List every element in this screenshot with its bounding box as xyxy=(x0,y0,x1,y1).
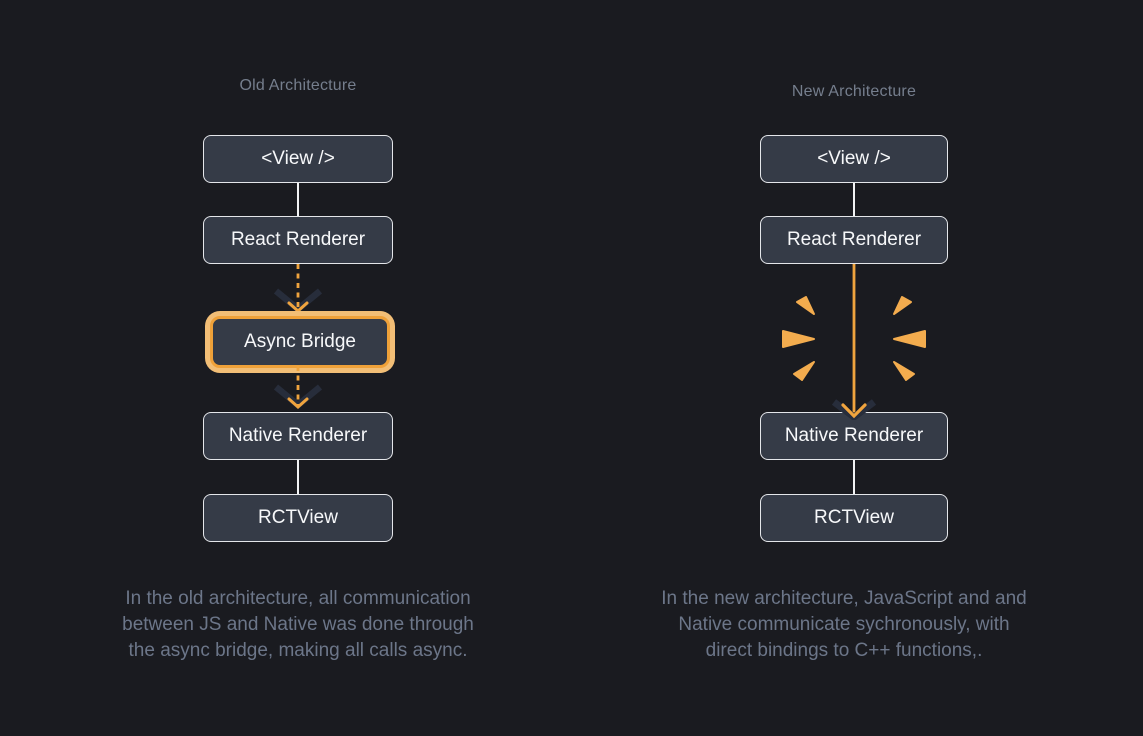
sync-arrow-with-burst-icon xyxy=(782,264,926,420)
old-node-rctview: RCTView xyxy=(203,494,393,542)
old-connector-view-react xyxy=(297,183,299,216)
old-node-view: <View /> xyxy=(203,135,393,183)
new-connector-native-rct xyxy=(853,460,855,494)
old-connector-native-rct xyxy=(297,460,299,494)
orange-arrowhead-icon xyxy=(287,397,309,410)
old-node-react-renderer: React Renderer xyxy=(203,216,393,264)
old-architecture-caption: In the old architecture, all communicati… xyxy=(88,586,508,664)
dashed-async-arrow-icon xyxy=(273,264,323,314)
caption-line: direct bindings to C++ functions,. xyxy=(705,640,983,661)
caption-line: In the new architecture, JavaScript and … xyxy=(661,588,1027,609)
caption-line: Native communicate sychronously, with xyxy=(678,614,1010,635)
new-architecture-caption: In the new architecture, JavaScript and … xyxy=(624,586,1064,664)
old-architecture-title: Old Architecture xyxy=(239,77,357,94)
old-node-native-renderer: Native Renderer xyxy=(203,412,393,460)
orange-arrowhead-icon xyxy=(287,301,309,314)
orange-arrowhead-icon xyxy=(841,403,867,419)
burst-left-icon xyxy=(782,296,815,381)
caption-line: In the old architecture, all communicati… xyxy=(125,588,471,609)
dashed-async-arrow-icon xyxy=(273,366,323,410)
new-node-rctview: RCTView xyxy=(760,494,948,542)
caption-line: between JS and Native was done through xyxy=(122,614,474,635)
new-node-native-renderer: Native Renderer xyxy=(760,412,948,460)
new-connector-view-react xyxy=(853,183,855,216)
old-node-async-bridge: Async Bridge xyxy=(210,316,390,368)
new-architecture-title: New Architecture xyxy=(791,83,917,100)
caption-line: the async bridge, making all calls async… xyxy=(128,640,468,661)
burst-right-icon xyxy=(893,296,926,381)
new-node-react-renderer: React Renderer xyxy=(760,216,948,264)
new-node-view: <View /> xyxy=(760,135,948,183)
